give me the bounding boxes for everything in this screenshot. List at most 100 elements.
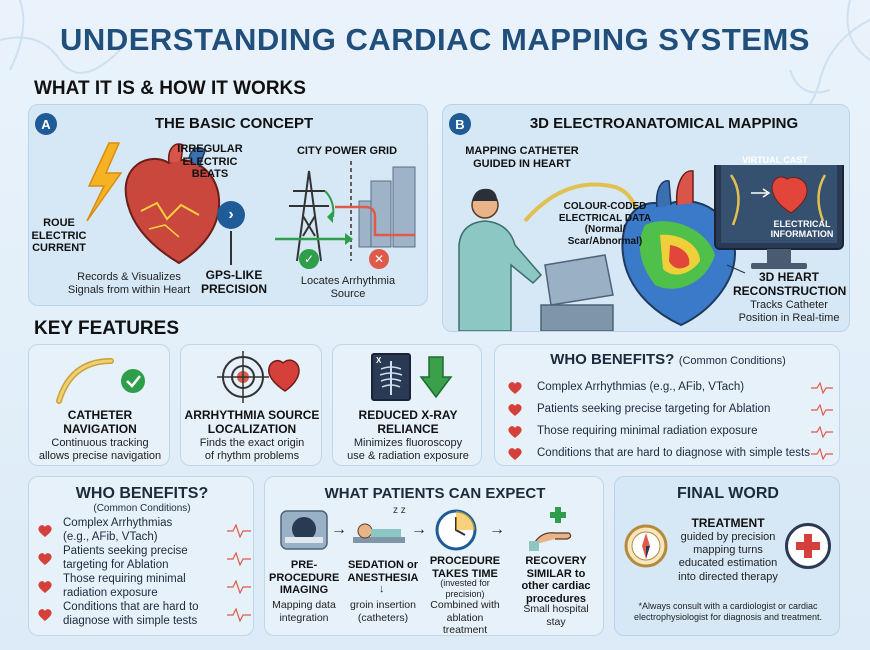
panel-3d-mapping: B 3D ELECTROANATOMICAL MAPPING MAPPING C… (442, 104, 850, 332)
feature-desc: Minimizes fluoroscopy use & radiation ex… (347, 437, 469, 463)
label-electrical-info: ELECTRICAL INFORMATION (770, 219, 834, 240)
arrow-right-icon: → (331, 521, 347, 538)
panel-b-title: 3D ELECTROANATOMICAL MAPPING (529, 115, 799, 132)
feature-desc: Continuous tracking allows precise navig… (38, 437, 162, 463)
feature-card-catheter: CATHETER NAVIGATION Continuous tracking … (28, 344, 170, 466)
ecg-icon (227, 552, 251, 566)
cross-icon: ✕ (369, 249, 389, 269)
feature-desc: Finds the exact origin of rhythm problem… (199, 437, 305, 463)
check-icon: ✓ (299, 249, 319, 269)
step-title: PROCEDURE TAKES TIME (429, 555, 501, 580)
section-heading-features: KEY FEATURES (34, 318, 179, 339)
power-grid-illustration (275, 161, 416, 262)
panel-basic-concept: A THE BASIC CONCEPT IRREGULAR ELECTRIC B… (28, 104, 428, 306)
label-gps-precision: GPS-LIKE PRECISION (200, 268, 267, 296)
list-item: Conditions that are hard to diagnose wit… (507, 443, 833, 465)
section-heading-what: WHAT IT IS & HOW IT WORKS (34, 78, 306, 99)
power-tower-icon (289, 170, 329, 262)
list-item: Complex Arrhythmias (e.g., AFib, VTach) (37, 517, 251, 545)
expect-panel: WHAT PATIENTS CAN EXPECT → z z → → PRE- … (264, 476, 604, 636)
mapping-scene-illustration (458, 165, 844, 331)
ecg-icon (811, 404, 833, 416)
heart-icon (38, 553, 52, 565)
label-city-power-grid: CITY POWER GRID (296, 145, 398, 157)
target-icon (217, 351, 300, 403)
label-irregular-beats: IRREGULAR ELECTRIC BEATS (177, 143, 243, 181)
expect-title: WHAT PATIENTS CAN EXPECT (324, 485, 546, 502)
feature-card-xray: X REDUCED X-RAY RELIANCE Minimizes fluor… (332, 344, 482, 466)
page-title: UNDERSTANDING CARDIAC MAPPING SYSTEMS (60, 22, 810, 57)
ecg-icon (811, 426, 833, 438)
who-benefits-title: WHO BENEFITS? (550, 351, 675, 368)
list-item: Patients seeking precise targeting for A… (507, 399, 833, 421)
ecg-icon (227, 608, 251, 622)
medical-cross-icon (785, 523, 831, 569)
condition-text: Conditions that are hard to diagnose wit… (537, 447, 810, 460)
text-tracks-catheter: Tracks Catheter Position in Real-time (738, 299, 840, 325)
heart-icon (38, 525, 52, 537)
text-records-visualizes: Records & Visualizes Signals from within… (67, 271, 191, 297)
ecg-icon (811, 448, 833, 460)
ecg-icon (811, 382, 833, 394)
who-benefits-heading: WHO BENEFITS? (Common Conditions) (495, 351, 841, 369)
xray-icon: X (371, 353, 411, 401)
condition-text: Those requiring minimal radiation exposu… (537, 425, 758, 438)
list-item: Patients seeking precise targeting for A… (37, 545, 251, 573)
who-benefits-subtitle: (Common Conditions) (678, 355, 786, 367)
list-item: Those requiring minimal radiation exposu… (507, 421, 833, 443)
step-title: PRE- PROCEDURE IMAGING (269, 559, 340, 597)
who-benefits-panel-top: WHO BENEFITS? (Common Conditions) Comple… (494, 344, 840, 466)
chevron-right-icon: › (217, 201, 245, 229)
label-colour-coded: COLOUR-CODED ELECTRICAL DATA (Normal/ Sc… (558, 201, 652, 247)
heart-icon (124, 157, 221, 265)
text-locates-source: Locates Arrhythmia Source (300, 275, 396, 301)
label-roue-current: ROUE ELECTRIC CURRENT (31, 217, 87, 255)
arrow-right-icon: → (489, 521, 505, 538)
condition-text: Those requiring minimal radiation exposu… (63, 573, 186, 599)
heart-icon (38, 609, 52, 621)
step-desc: Combined with ablation treatment (430, 599, 500, 637)
hand-care-icon (529, 507, 572, 551)
feature-title: REDUCED X-RAY RELIANCE (358, 408, 458, 436)
ecg-icon (227, 524, 251, 538)
condition-list: Complex Arrhythmias (e.g., AFib, VTach) … (37, 517, 251, 629)
arrow-down-icon (419, 356, 453, 399)
feature-title: ARRHYTHMIA SOURCE LOCALIZATION (184, 408, 320, 436)
heart-icon (38, 581, 52, 593)
list-item: Conditions that are hard to diagnose wit… (37, 601, 251, 629)
condition-text: Patients seeking precise targeting for A… (537, 403, 771, 416)
arrow-right-icon: → (411, 521, 427, 538)
condition-text: Patients seeking precise targeting for A… (63, 545, 188, 571)
condition-text: Complex Arrhythmias (e.g., AFib, VTach) (63, 517, 173, 543)
heart-icon (508, 404, 522, 416)
step-desc: groin insertion (catheters) (350, 599, 416, 624)
xray-label: X (376, 356, 382, 365)
label-mapping-catheter: MAPPING CATHETER GUIDED IN HEART (465, 145, 579, 170)
lightning-icon (86, 142, 123, 222)
final-title: FINAL WORD (677, 485, 779, 502)
feature-card-arrhythmia: ARRHYTHMIA SOURCE LOCALIZATION Finds the… (180, 344, 322, 466)
step-title: RECOVERY SIMILAR to other cardiac proced… (521, 555, 591, 605)
list-item: Complex Arrhythmias (e.g., AFib, VTach) (507, 377, 833, 399)
catheter-icon (56, 358, 145, 404)
patient-sleeping-icon (353, 523, 405, 543)
console-icon (540, 254, 614, 331)
who-benefits-panel-bottom: WHO BENEFITS? (Common Conditions) Comple… (28, 476, 254, 636)
final-word-panel: FINAL WORD TREATMENT guided by precision… (614, 476, 840, 636)
step-desc: Mapping data integration (272, 599, 336, 624)
final-treatment: TREATMENT (691, 516, 765, 530)
doctor-icon (458, 188, 543, 331)
arrow-down-small-icon: ↓ (379, 583, 385, 595)
compass-icon (624, 524, 668, 568)
condition-list: Complex Arrhythmias (e.g., AFib, VTach) … (507, 377, 833, 465)
panel-a-title: THE BASIC CONCEPT (154, 115, 314, 132)
panel-badge-a: A (35, 113, 57, 135)
final-body: guided by precision mapping turns educat… (678, 531, 778, 583)
condition-text: Conditions that are hard to diagnose wit… (63, 601, 199, 627)
heart-icon (508, 382, 522, 394)
heart-lightning-illustration (86, 142, 221, 265)
feature-title: CATHETER NAVIGATION (63, 408, 137, 436)
label-virtual-cast: VIRTUAL CAST (742, 155, 808, 165)
mri-scanner-icon (280, 510, 328, 550)
